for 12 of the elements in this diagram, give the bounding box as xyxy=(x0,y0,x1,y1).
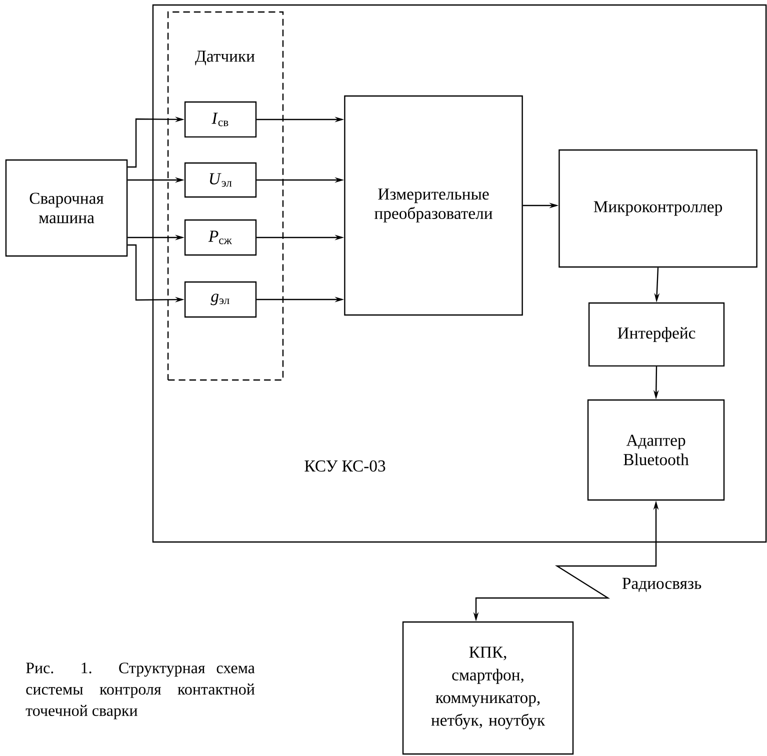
sensor-box: U$_{эл}$ xyxy=(184,162,257,198)
edge-label: Радиосвязь xyxy=(620,576,703,594)
sensor-box: P$_{сж}$ xyxy=(184,219,257,256)
adapter-box: Адаптер Bluetooth xyxy=(587,399,725,501)
converter-box: Измерительные преобразователи xyxy=(344,95,523,316)
controller-box: Микроконтроллер xyxy=(558,149,758,268)
sensor-box: I$_{св}$ xyxy=(184,101,257,138)
device-box: КПК, смартфон, коммуникатор, нетбук, ноутбук xyxy=(402,621,574,755)
sensor-box: g$_{эл}$ xyxy=(184,281,257,318)
interface-box: Интерфейс xyxy=(588,302,725,367)
machine-box: Сварочная машина xyxy=(5,159,128,257)
caption: Рис. 1. Структурная схема системы контроля контактной точечной сварки xyxy=(26,662,255,720)
